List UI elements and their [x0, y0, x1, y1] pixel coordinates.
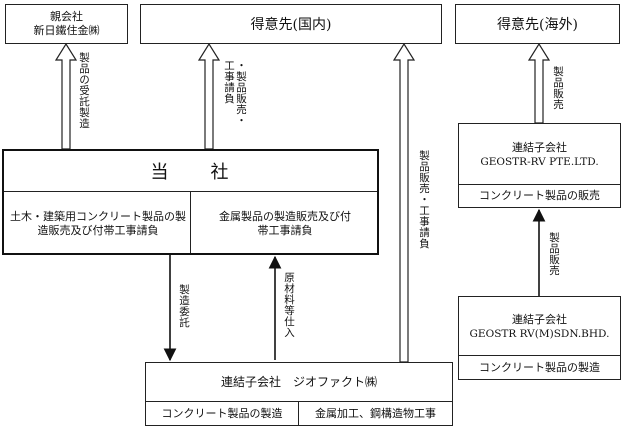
- subsidiary-pte-box: 連結子会社 GEOSTR-RV PTE.LTD. コンクリート製品の販売: [458, 123, 621, 208]
- geofact-business-concrete: コンクリート製品の製造: [161, 406, 283, 420]
- domestic-title: 得意先(国内): [250, 17, 332, 33]
- parent-line1: 親会社: [50, 10, 83, 23]
- arrow-company-to-domestic: [197, 42, 221, 150]
- geofact-business-metal: 金属加工、鋼構造物工事: [315, 406, 436, 420]
- parent-company-box: 親会社 新日鐵住金㈱: [5, 4, 128, 44]
- geofact-box: 連結子会社 ジオファクト㈱ コンクリート製品の製造 金属加工、鋼構造物工事: [145, 362, 453, 426]
- label-geofact-to-domestic: 製品販売・工事請負: [418, 150, 430, 249]
- company-business-metal: 金属製品の製造販売及び付帯工事請負: [219, 210, 351, 237]
- subsidiary-sdn-box: 連結子会社 GEOSTR RV(M)SDN.BHD. コンクリート製品の製造: [458, 296, 621, 380]
- arrow-geofact-to-domestic: [392, 42, 416, 363]
- pte-business: コンクリート製品の販売: [479, 189, 600, 202]
- arrow-company-to-parent: [54, 42, 78, 150]
- label-sdn-to-pte: 製品販売: [548, 232, 560, 276]
- domestic-customers-box: 得意先(国内): [140, 4, 442, 44]
- sdn-line2: GEOSTR RV(M)SDN.BHD.: [469, 328, 610, 340]
- label-geofact-to-company: 原材料等仕入: [283, 272, 295, 338]
- geofact-title: 連結子会社 ジオファクト㈱: [220, 374, 377, 389]
- sdn-line1: 連結子会社: [512, 313, 567, 326]
- overseas-title: 得意先(海外): [497, 17, 578, 33]
- pte-line2: GEOSTR-RV PTE.LTD.: [480, 156, 599, 168]
- company-box: 当 社 土木・建築用コンクリート製品の製造販売及び付帯工事請負 金属製品の製造販…: [2, 149, 379, 255]
- label-company-to-geofact: 製造委託: [178, 284, 190, 328]
- overseas-customers-box: 得意先(海外): [455, 4, 620, 44]
- parent-line2: 新日鐵住金㈱: [33, 24, 100, 37]
- label-company-to-domestic: ・製品販売・工事請負: [223, 60, 247, 126]
- company-business-concrete: 土木・建築用コンクリート製品の製造販売及び付帯工事請負: [10, 210, 186, 237]
- label-to-parent: 製品の受託製造: [78, 52, 90, 129]
- label-pte-to-overseas: 製品販売: [552, 66, 564, 110]
- company-title: 当 社: [150, 162, 231, 183]
- sdn-business: コンクリート製品の製造: [479, 360, 600, 374]
- pte-line1: 連結子会社: [512, 141, 567, 154]
- arrow-pte-to-overseas: [527, 42, 551, 124]
